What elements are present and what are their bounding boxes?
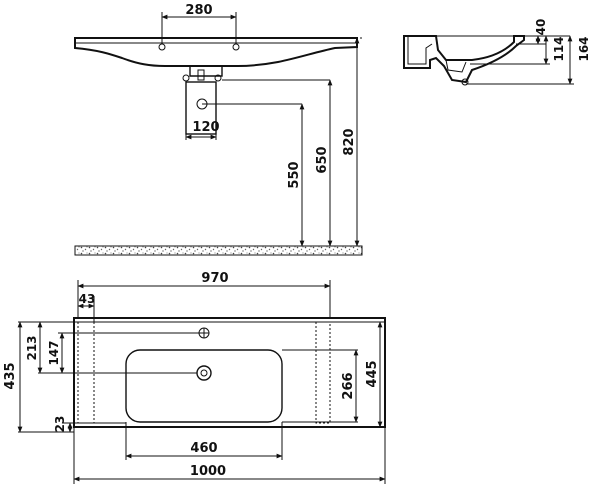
dim-280-label: 280	[185, 3, 212, 18]
dim-147-label: 147	[47, 340, 61, 365]
wall-plate	[185, 81, 217, 135]
dim-970-label: 970	[201, 271, 228, 286]
dim-164-label: 164	[577, 36, 591, 61]
dim-1000-label: 1000	[190, 464, 226, 479]
dim-650-label: 650	[315, 146, 330, 173]
plan-view: 970 43 213 147 435 23 266 445 460	[3, 271, 386, 484]
waste-connector	[189, 66, 223, 77]
section-drain-hole	[461, 78, 469, 86]
dim-213-label: 213	[25, 335, 39, 360]
dim-40-label: 40	[534, 19, 548, 36]
basin-section-outline	[403, 35, 525, 84]
left-tap-hole	[158, 43, 166, 51]
dim-120-label: 120	[192, 120, 219, 135]
dim-435-label: 435	[3, 362, 18, 389]
dim-460-label: 460	[190, 441, 217, 456]
dim-445-label: 445	[365, 360, 380, 387]
floor-hatch	[74, 245, 363, 256]
plan-drain-inner	[200, 369, 208, 377]
front-elevation: 280 120 550 650 820	[74, 3, 363, 256]
waste-pipe-stub	[197, 69, 205, 81]
waste-bolt-right	[214, 74, 222, 82]
dim-43-label: 43	[79, 292, 96, 306]
dim-550-label: 550	[287, 161, 302, 188]
right-tap-hole	[232, 43, 240, 51]
dim-820-label: 820	[342, 128, 357, 155]
basin-front-outline	[74, 37, 358, 67]
dim-266-label: 266	[341, 372, 356, 399]
bowl-outline	[125, 349, 283, 423]
waste-bolt-left	[182, 74, 190, 82]
dim-23-label: 23	[53, 416, 67, 433]
section-wall-inner	[407, 36, 433, 65]
dim-114-label: 114	[552, 36, 566, 61]
right-wall-hidden	[315, 321, 331, 424]
plan-drain-outer	[196, 365, 212, 381]
section-drain	[445, 59, 467, 73]
side-section: 40 114 164	[403, 19, 591, 86]
